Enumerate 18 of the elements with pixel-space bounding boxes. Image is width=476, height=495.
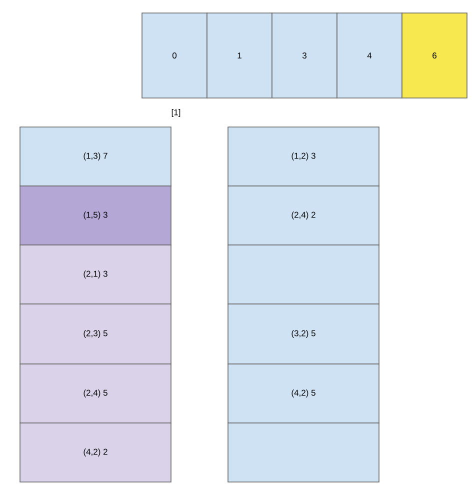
cell: 4 (336, 12, 402, 98)
cell: (3,2) 5 (228, 304, 380, 364)
cell: (2,4) 2 (228, 186, 380, 246)
cell: (4,2) 5 (228, 364, 380, 424)
cell: (2,3) 5 (20, 304, 172, 364)
cell: 1 (206, 12, 272, 98)
cell: (4,2) 2 (20, 422, 172, 482)
cell: (1,5) 3 (20, 186, 172, 246)
cell: 3 (272, 12, 338, 98)
cell: (1,3) 7 (20, 126, 172, 186)
cell: (1,2) 3 (228, 126, 380, 186)
cell: 6 (402, 12, 468, 98)
cell: 0 (142, 12, 208, 98)
index-label: [1] (172, 109, 180, 117)
cell: (2,4) 5 (20, 364, 172, 424)
empty-cell (228, 422, 380, 482)
cell: (2,1) 3 (20, 244, 172, 304)
empty-cell (228, 244, 380, 304)
